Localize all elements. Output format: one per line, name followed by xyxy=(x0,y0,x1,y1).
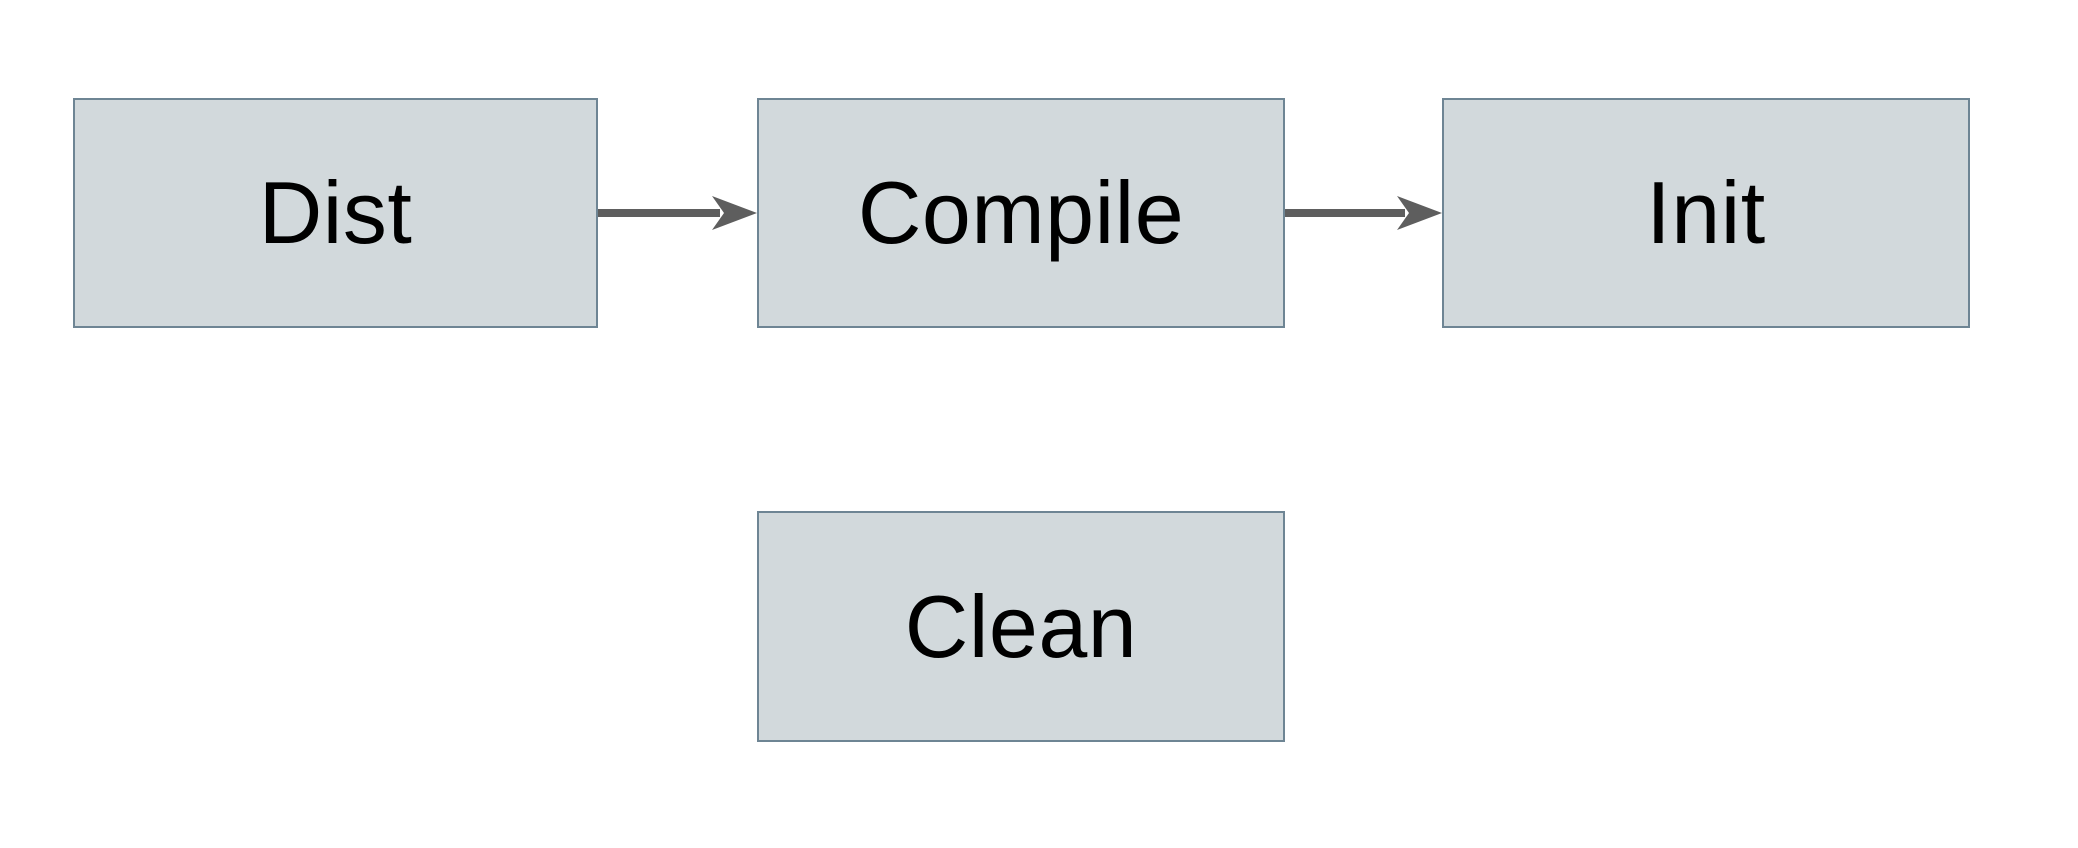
arrow-head-icon xyxy=(1397,196,1442,230)
node-compile-label: Compile xyxy=(857,163,1185,262)
node-clean-label: Clean xyxy=(904,576,1138,676)
arrow-compile-to-init xyxy=(1285,196,1442,230)
node-init-label: Init xyxy=(1646,163,1766,262)
node-clean: Clean xyxy=(757,511,1285,742)
node-compile: Compile xyxy=(757,98,1285,328)
arrow-head-icon xyxy=(712,196,757,230)
node-dist-label: Dist xyxy=(258,163,413,262)
arrow-dist-to-compile xyxy=(598,196,757,230)
node-dist: Dist xyxy=(73,98,598,328)
node-init: Init xyxy=(1442,98,1970,328)
